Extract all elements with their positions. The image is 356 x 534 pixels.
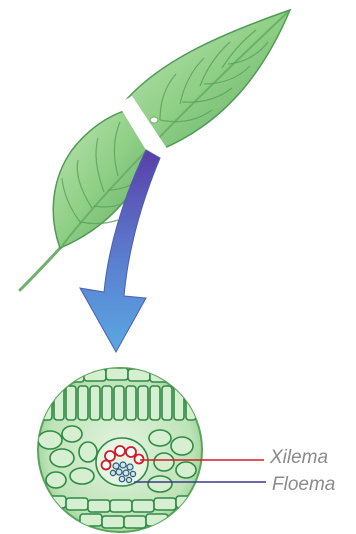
vascular-bundle bbox=[96, 438, 148, 486]
leaf-cross-section bbox=[38, 368, 266, 532]
phloem-label: Floema bbox=[272, 474, 335, 495]
xylem-label: Xilema bbox=[269, 447, 328, 468]
leaf-illustration bbox=[20, 10, 290, 290]
